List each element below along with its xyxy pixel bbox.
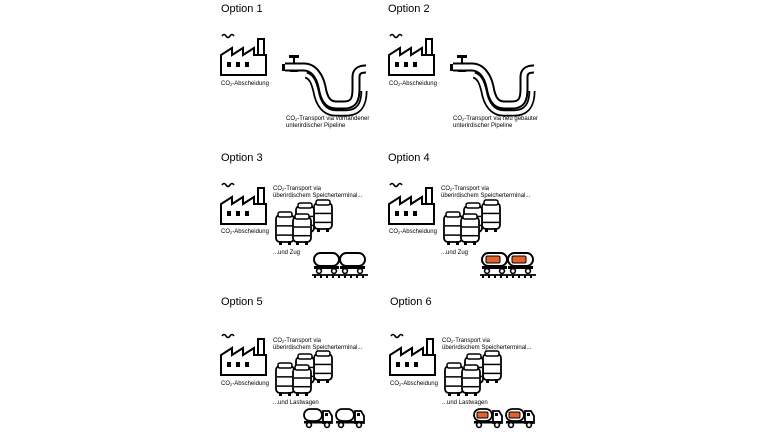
factory-icon [220, 333, 267, 376]
factory-icon [220, 33, 267, 76]
storage-tank [482, 350, 502, 383]
storage-tank [461, 364, 481, 396]
option-2-title: Option 2 [388, 3, 430, 15]
option-6-title: Option 6 [390, 296, 432, 308]
storage-tank [443, 211, 463, 245]
option-5-vehicle-label: ...und Lastwagen [273, 400, 319, 406]
tanker-truck-icon [303, 408, 365, 429]
storage-tank [481, 199, 501, 232]
storage-tank [460, 213, 480, 245]
option-6-vehicle-label: ...und Lastwagen [442, 400, 488, 406]
factory-icon [388, 33, 435, 76]
tank-train-icon [480, 252, 536, 278]
pipeline-valve-icon [282, 55, 368, 117]
storage-tank [444, 362, 464, 396]
factory-icon [389, 333, 436, 376]
option-6-capture-label: CO2-Abscheidung [390, 381, 438, 387]
tanker-truck-icon [473, 408, 535, 429]
option-4-capture-label: CO2-Abscheidung [389, 229, 437, 235]
option-5-title: Option 5 [221, 296, 263, 308]
option-1-title: Option 1 [221, 3, 263, 15]
storage-tank [275, 211, 295, 245]
option-4-title: Option 4 [388, 152, 430, 164]
storage-tanks-icon [275, 350, 333, 396]
option-1-capture-label: CO2-Abscheidung [221, 81, 269, 87]
pipeline-valve-icon [450, 55, 536, 117]
storage-tank [313, 199, 333, 232]
storage-tank [292, 213, 312, 245]
storage-tank [275, 362, 295, 396]
option-3-capture-label: CO2-Abscheidung [221, 229, 269, 235]
factory-icon [220, 182, 267, 225]
option-2-capture-label: CO2-Abscheidung [389, 81, 437, 87]
factory-icon [388, 182, 435, 225]
option-3-vehicle-label: ...und Zug [273, 250, 301, 256]
storage-tanks-icon [444, 350, 502, 396]
option-4-vehicle-label: ...und Zug [441, 250, 469, 256]
storage-tank [292, 364, 312, 396]
storage-tanks-icon [443, 199, 501, 245]
storage-tank [313, 350, 333, 383]
storage-tanks-icon [275, 199, 333, 245]
tank-train-icon [312, 252, 368, 278]
option-3-title: Option 3 [221, 152, 263, 164]
option-5-capture-label: CO2-Abscheidung [221, 381, 269, 387]
